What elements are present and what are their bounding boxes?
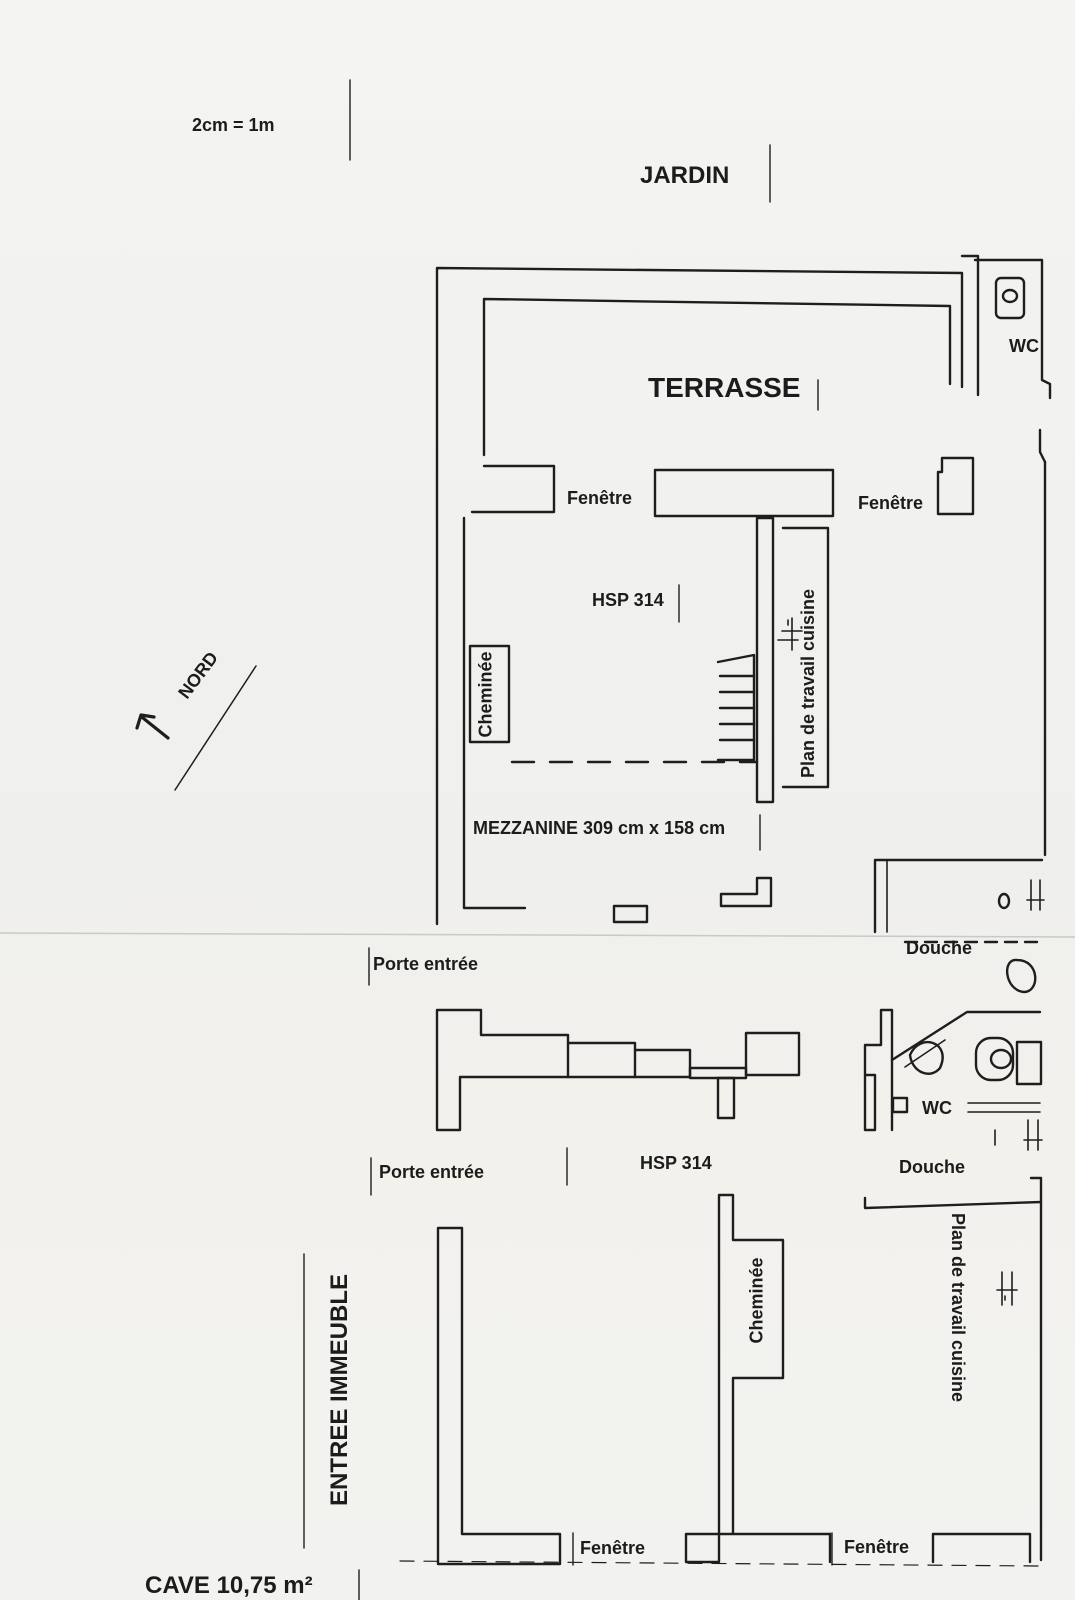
garden-label: JARDIN: [640, 162, 730, 189]
kitchen-counter-outline: [781, 526, 830, 789]
upper-wc-toilet-icon: [994, 276, 1026, 320]
lower-kitchen-counter-label: Plan de travail cuisine: [948, 1212, 969, 1403]
upper-ceiling-height-label: HSP 314: [592, 590, 664, 610]
upper-outer-wall: [435, 266, 964, 926]
north-arrow-icon: [135, 665, 257, 791]
lower-wc-fixture: [891, 1096, 909, 1114]
upper-corner-wall: [719, 876, 773, 908]
lower-wc-toilet-icon: [974, 1036, 1015, 1082]
lower-front-door-label: Porte entrée: [379, 1162, 485, 1182]
paper-fold-line: [0, 932, 1075, 938]
wc-right-wall: [973, 258, 1052, 400]
label-separator-marks: [303, 79, 833, 1600]
lower-wc-shower-divider: [967, 1102, 1041, 1113]
upper-floor-plan: [435, 254, 1052, 994]
upper-window-lintel: [653, 468, 835, 518]
scale-label: 2cm = 1m: [192, 115, 275, 135]
upper-wc-bowl: [1001, 288, 1019, 304]
upper-shower-drain-icon: [997, 892, 1011, 910]
lower-wc-label: WC: [922, 1098, 952, 1118]
lower-wc-bowl: [989, 1048, 1013, 1070]
lower-shower-label: Douche: [899, 1157, 966, 1177]
lower-structure-left: [435, 1008, 570, 1132]
lower-window-line: [399, 1560, 1041, 1567]
terrace-label: TERRASSE: [648, 372, 801, 403]
wc-left-wall: [960, 254, 980, 397]
building-entrance-label: ENTREE IMMEUBLE: [326, 1273, 354, 1507]
wc-door-mark: [1038, 428, 1047, 464]
upper-window-right-label: Fenêtre: [858, 493, 924, 513]
upper-washbasin-icon: [1005, 958, 1037, 994]
kitchen-partition: [755, 516, 775, 804]
lower-wc-left-wall: [863, 1008, 894, 1132]
lower-wc-door-line: [890, 1010, 1042, 1062]
lower-floor-plan: [399, 1008, 1043, 1567]
upper-left-inner-wall: [462, 516, 527, 910]
upper-kitchen-counter-label: Plan de travail cuisine: [798, 588, 819, 779]
upper-left-window-jamb: [470, 464, 556, 514]
upper-sink-icon: [777, 617, 803, 651]
lower-ceiling-height-label: HSP 314: [640, 1153, 712, 1173]
upper-shower-wall: [873, 858, 1044, 934]
upper-fireplace-label: Cheminée: [475, 651, 496, 738]
lower-window-right-label: Fenêtre: [844, 1537, 910, 1557]
lower-wc-cistern: [1015, 1040, 1043, 1086]
upper-fireplace: [468, 644, 511, 744]
lower-fireplace-wall: [684, 1193, 785, 1564]
lower-kitchen-top-wall: [863, 1176, 1043, 1210]
lower-corner-basin-icon: [908, 1040, 944, 1075]
lower-structure-mid: [566, 1041, 637, 1079]
lower-left-wall: [436, 1226, 562, 1566]
lower-shower-fixture: [994, 1119, 1043, 1151]
lower-fireplace-label: Cheminée: [746, 1257, 767, 1344]
lower-structure-step: [633, 1048, 692, 1079]
upper-pillar: [612, 904, 649, 924]
lower-beam: [688, 1066, 748, 1080]
lower-structure-right: [744, 1031, 801, 1077]
cellar-area-label: CAVE 10,75 m²: [145, 1572, 313, 1599]
upper-front-door-label: Porte entrée: [373, 954, 479, 974]
lower-sink-icon: [996, 1271, 1018, 1306]
lower-right-window-jamb: [931, 1532, 1032, 1564]
upper-window-left-label: Fenêtre: [567, 488, 633, 508]
upper-wc-label: WC: [1009, 336, 1039, 356]
terrace-inner-wall: [482, 297, 952, 457]
mezzanine-label: MEZZANINE 309 cm x 158 cm: [473, 818, 726, 838]
upper-shower-label: Douche: [906, 938, 973, 958]
upper-shower-fixture: [1026, 879, 1045, 911]
lower-window-left-label: Fenêtre: [580, 1538, 646, 1558]
upper-right-window-jamb: [936, 456, 975, 516]
lower-post: [716, 1076, 736, 1120]
